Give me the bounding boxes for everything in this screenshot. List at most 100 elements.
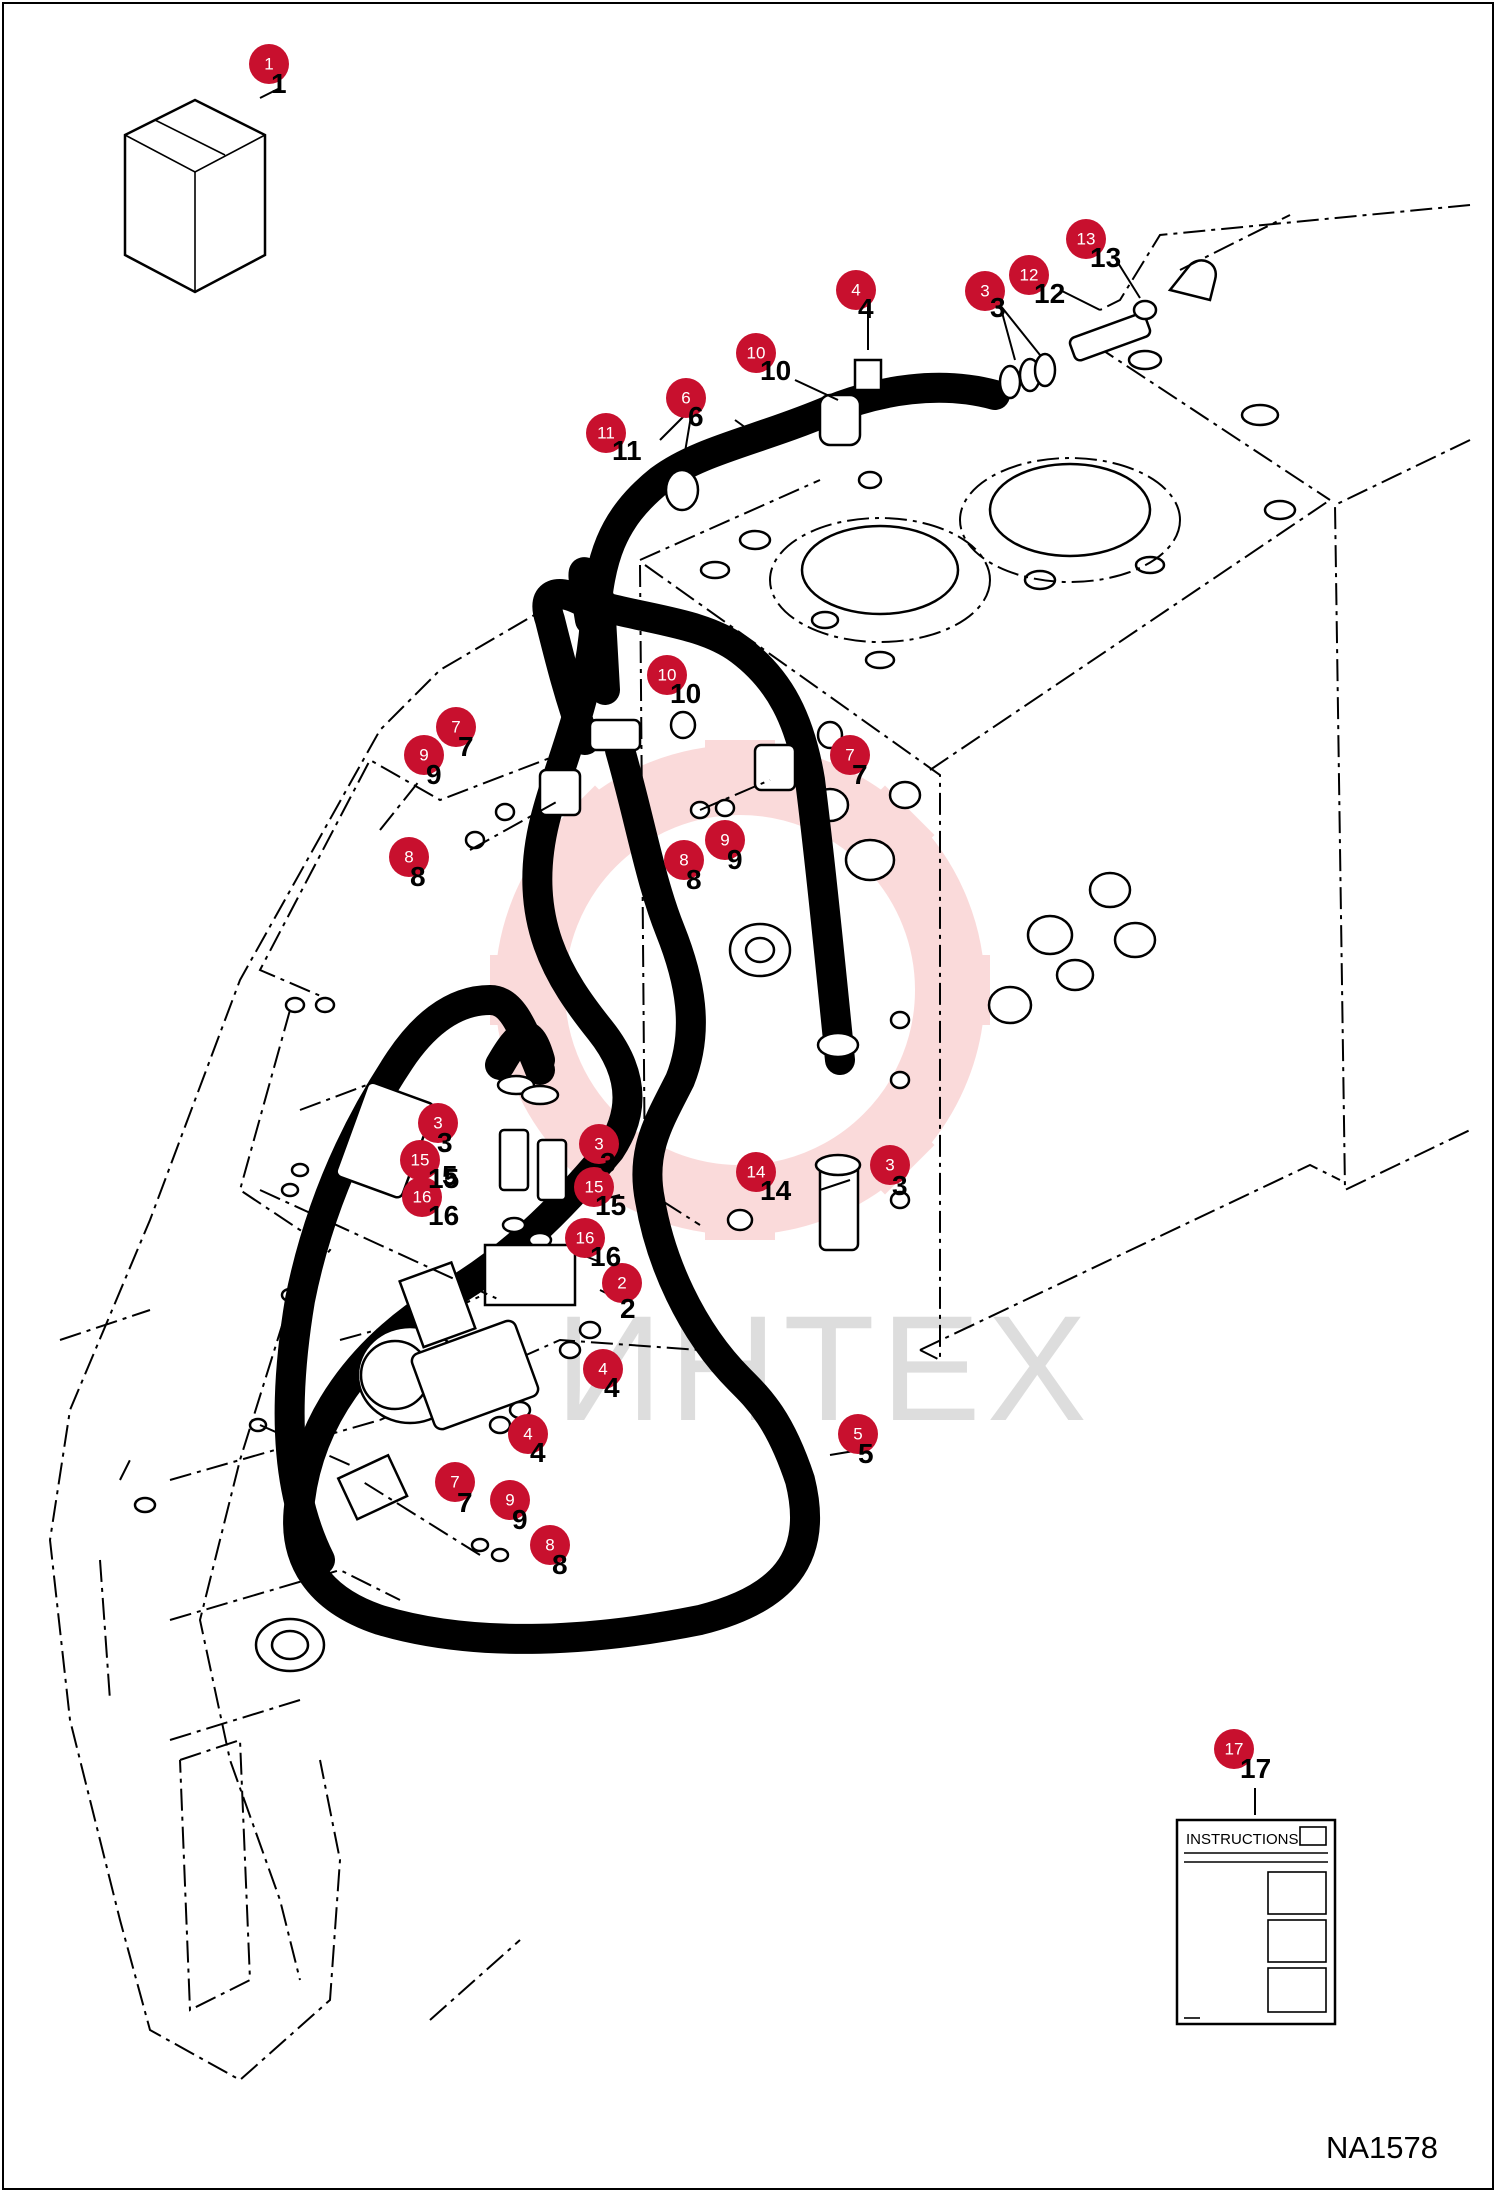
callout-13: 13: [1066, 219, 1106, 259]
svg-text:8: 8: [545, 1536, 554, 1555]
callout-8-left: 8: [389, 837, 429, 877]
item-number-4-mid: 4: [604, 1372, 620, 1403]
callout-15-left: 15: [400, 1140, 440, 1180]
item-number-8-bottom: 8: [552, 1549, 568, 1580]
callout-4-mid: 4: [583, 1349, 623, 1389]
item-number-9-bottom: 9: [512, 1504, 528, 1535]
item-number-3-left: 3: [437, 1127, 453, 1158]
item-number-2: 2: [620, 1293, 636, 1324]
callout-9-bottom: 9: [490, 1480, 530, 1520]
callout-10-top: 10: [736, 333, 776, 373]
svg-text:9: 9: [505, 1491, 514, 1510]
item-number-16-right: 16: [590, 1241, 621, 1272]
item-number-14: 14: [760, 1175, 792, 1206]
svg-text:4: 4: [851, 281, 860, 300]
machine-frame-outline: [48, 204, 1471, 2082]
svg-text:10: 10: [747, 344, 766, 363]
svg-text:16: 16: [576, 1229, 595, 1248]
drawing-number: NA1578: [1325, 2130, 1438, 2165]
instruction-card-title: INSTRUCTIONS: [1186, 1831, 1299, 1848]
callout-9-left: 9: [404, 735, 444, 775]
callout-12: 12: [1009, 255, 1049, 295]
svg-text:4: 4: [523, 1425, 532, 1444]
svg-text:9: 9: [720, 831, 729, 850]
callout-1: 1: [249, 44, 289, 84]
item-number-7-bottom: 7: [457, 1487, 473, 1518]
item-number-9-left: 9: [426, 759, 442, 790]
svg-text:7: 7: [845, 746, 854, 765]
callout-17: 17: [1214, 1729, 1254, 1769]
callout-7-left: 7: [436, 707, 476, 747]
item-number-10-mid: 10: [670, 678, 701, 709]
callout-4-top: 4: [836, 270, 876, 310]
svg-text:4: 4: [598, 1360, 607, 1379]
svg-text:5: 5: [853, 1425, 862, 1444]
item-number-8-left: 8: [410, 861, 426, 892]
item-number-15-right: 15: [595, 1190, 626, 1221]
callout-10-mid: 10: [647, 655, 687, 695]
callout-8-mid: 8: [664, 840, 704, 880]
item-number-10-top: 10: [760, 355, 791, 386]
callout-3-right: 3: [870, 1145, 910, 1185]
svg-text:17: 17: [1225, 1740, 1244, 1759]
svg-text:6: 6: [681, 389, 690, 408]
item-number-9-mid: 9: [727, 844, 743, 875]
svg-text:7: 7: [451, 718, 460, 737]
svg-text:12: 12: [1020, 266, 1039, 285]
callout-6: 6: [666, 378, 706, 418]
svg-text:10: 10: [658, 666, 677, 685]
callout-2: 2: [602, 1263, 642, 1303]
item-number-7-left: 7: [458, 731, 474, 762]
item-number-16-left: 16: [428, 1200, 459, 1231]
svg-text:16: 16: [413, 1188, 432, 1207]
instruction-card-icon: [1175, 1818, 1337, 2026]
svg-text:3: 3: [980, 282, 989, 301]
item-number-15-left: 15: [428, 1163, 459, 1194]
svg-text:14: 14: [747, 1163, 766, 1182]
item-number-3-mid: 3: [600, 1147, 616, 1178]
fuel-hose-lines: [274, 372, 1010, 1654]
item-number-8-mid: 8: [686, 864, 702, 895]
callout-3-mid: 3: [579, 1124, 619, 1164]
watermark-text: ИНТЕХ: [555, 1284, 1093, 1452]
callout-16-left: 16: [402, 1177, 442, 1217]
callout-3-left: 3: [418, 1103, 458, 1143]
svg-text:2: 2: [617, 1274, 626, 1293]
item-number-4-top: 4: [858, 293, 874, 324]
item-number-4-low: 4: [530, 1437, 546, 1468]
callout-9-mid: 9: [705, 820, 745, 860]
item-number-7-right: 7: [852, 759, 868, 790]
tank-openings: [699, 349, 1297, 670]
svg-text:8: 8: [404, 848, 413, 867]
svg-text:3: 3: [885, 1156, 894, 1175]
item-number-13: 13: [1090, 242, 1121, 273]
svg-text:15: 15: [411, 1151, 430, 1170]
item-number-12: 12: [1034, 278, 1065, 309]
svg-text:11: 11: [597, 424, 615, 443]
callout-14: 14: [736, 1152, 776, 1192]
callout-15-right: 15: [574, 1167, 614, 1207]
item-number-6: 6: [688, 401, 704, 432]
item-number-3-top: 3: [990, 292, 1006, 323]
svg-text:3: 3: [433, 1114, 442, 1133]
callout-8-bottom: 8: [530, 1525, 570, 1565]
svg-text:9: 9: [419, 746, 428, 765]
callout-7-bottom: 7: [435, 1462, 475, 1502]
kit-box-icon: [123, 98, 267, 294]
callout-3-top: 3: [965, 271, 1005, 311]
callout-7-right: 7: [830, 735, 870, 775]
assembly-lines: [259, 214, 1291, 1556]
item-number-5-right: 5: [858, 1438, 874, 1469]
item-number-5-left: 5: [442, 1160, 458, 1191]
svg-text:13: 13: [1077, 230, 1096, 249]
item-number-1: 1: [271, 68, 287, 99]
callout-16-right: 16: [565, 1218, 605, 1258]
svg-text:8: 8: [679, 851, 688, 870]
callout-11: 11: [586, 413, 626, 453]
svg-text:15: 15: [585, 1178, 604, 1197]
callout-4-low: 4: [508, 1414, 548, 1454]
svg-text:7: 7: [450, 1473, 459, 1492]
svg-text:3: 3: [594, 1135, 603, 1154]
callout-5: 5: [838, 1414, 878, 1454]
